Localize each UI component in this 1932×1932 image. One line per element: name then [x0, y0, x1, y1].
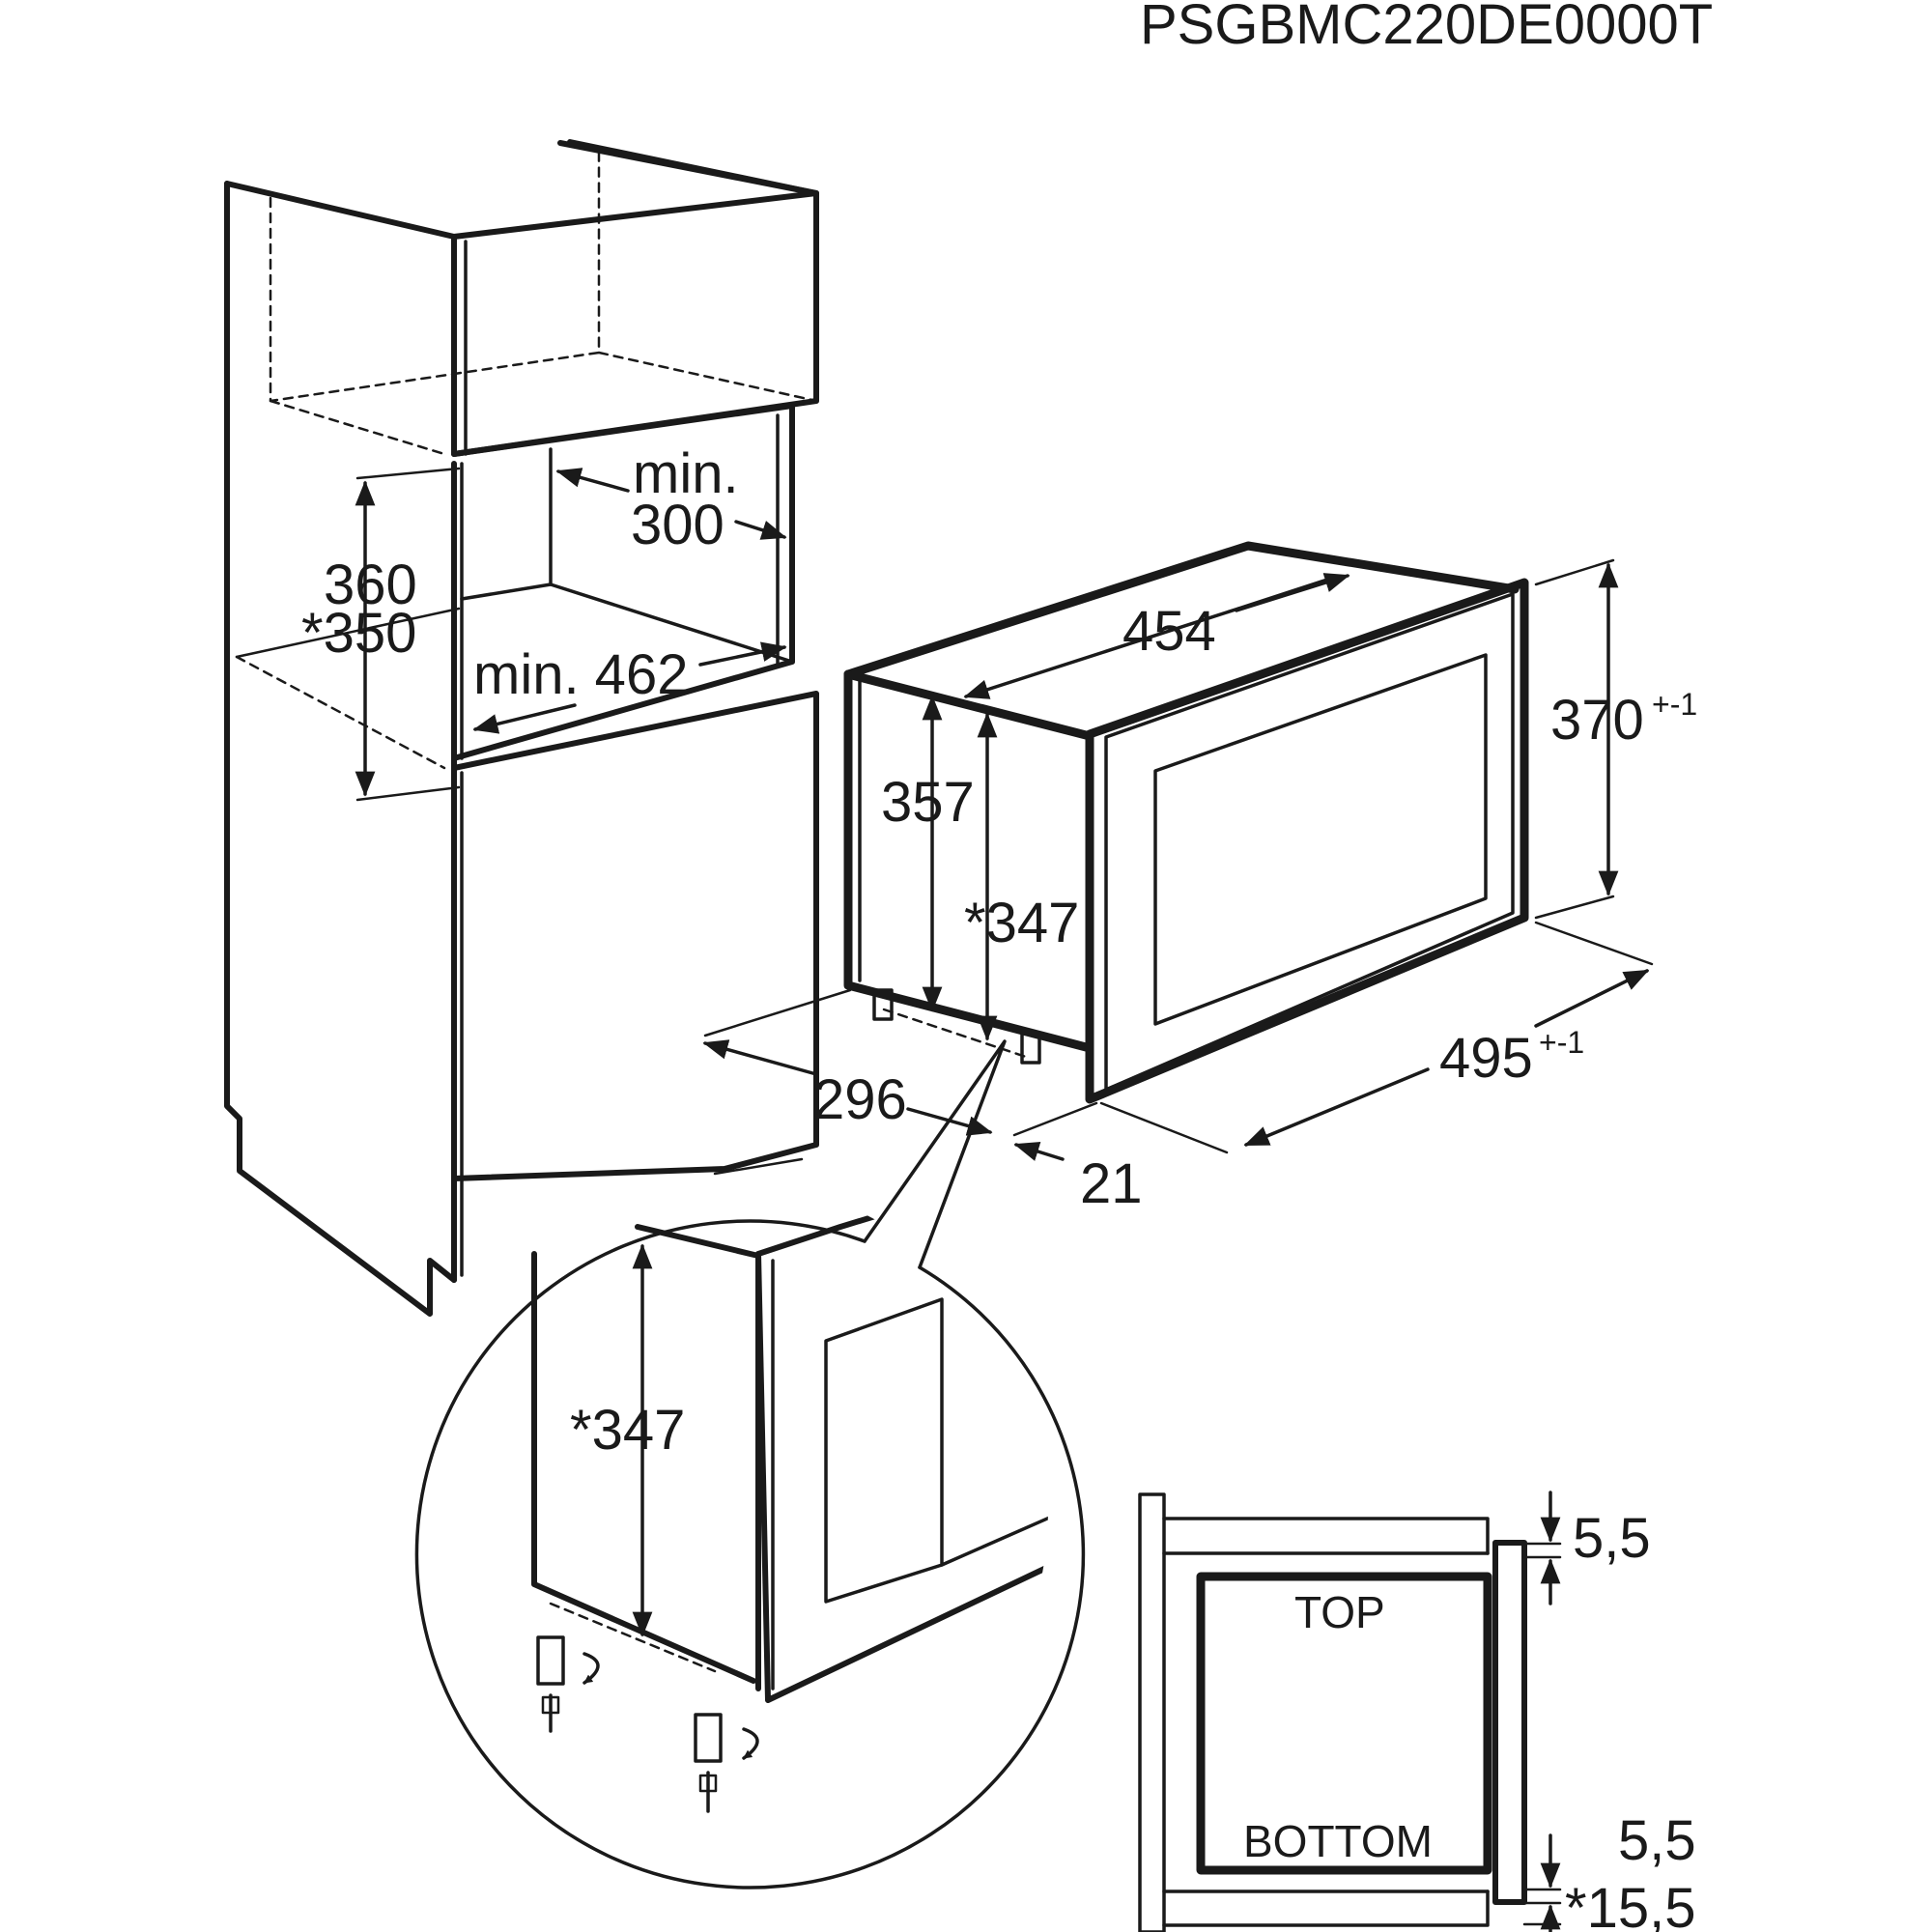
- niche-depth-arrow-left: [472, 703, 577, 734]
- frame-bottom-label: BOTTOM: [1243, 1816, 1433, 1866]
- depth-extension-back: [1534, 921, 1654, 966]
- appliance-width-arrow-left: [963, 607, 1240, 699]
- bottom-gap-label: 5,5: [1618, 1809, 1696, 1872]
- appliance-drawing: [843, 541, 1529, 1104]
- front-offset-arrow: [1013, 1142, 1065, 1161]
- niche-depth-label: min. 462: [473, 643, 688, 706]
- model-code: PSGBMC220DE0000T: [1140, 0, 1713, 56]
- frame-top-label: TOP: [1294, 1587, 1385, 1637]
- appliance-width-label: 454: [1122, 600, 1216, 663]
- depth-arrow-back: [1534, 969, 1650, 1028]
- niche-width-label: 300: [631, 494, 724, 556]
- body-height-label: 357: [881, 771, 975, 834]
- niche-height-alt-label: *350: [301, 602, 416, 665]
- depth-label: 495: [1439, 1027, 1533, 1090]
- top-gap-label: 5,5: [1573, 1507, 1651, 1570]
- appliance-width-arrow-right: [1235, 573, 1350, 612]
- detail-drawing: [531, 1179, 1048, 1813]
- niche-width-arrow-right: [734, 520, 787, 540]
- depth-extension-front: [1099, 1101, 1229, 1154]
- front-offset-extension: [1012, 1101, 1098, 1137]
- body-depth-label: 296: [813, 1068, 907, 1131]
- detail-callout: [414, 1039, 1086, 1889]
- body-depth-extension: [703, 988, 852, 1037]
- bottom-gap-alt-label: *15,5: [1565, 1877, 1695, 1932]
- depth-arrow-front: [1243, 1067, 1430, 1147]
- niche-height-label: 360: [324, 554, 417, 616]
- body-height-alt-label: *347: [964, 892, 1079, 954]
- cabinet-drawing: [224, 139, 819, 1317]
- niche-width-arrow-left: [555, 468, 630, 493]
- front-offset-label: 21: [1080, 1152, 1143, 1215]
- appliance-height-label: 370: [1550, 689, 1644, 752]
- body-depth-arrow-left: [702, 1039, 818, 1076]
- height-extension-bottom: [1534, 895, 1615, 920]
- depth-tolerance: +-1: [1539, 1025, 1584, 1060]
- appliance-height-tolerance: +-1: [1652, 687, 1697, 722]
- detail-height-label: *347: [570, 1399, 685, 1462]
- height-extension-top: [1534, 558, 1615, 586]
- frame-view-drawing: [1138, 1492, 1562, 1932]
- niche-width-prefix: min.: [633, 442, 739, 505]
- niche-depth-arrow-right: [698, 641, 787, 667]
